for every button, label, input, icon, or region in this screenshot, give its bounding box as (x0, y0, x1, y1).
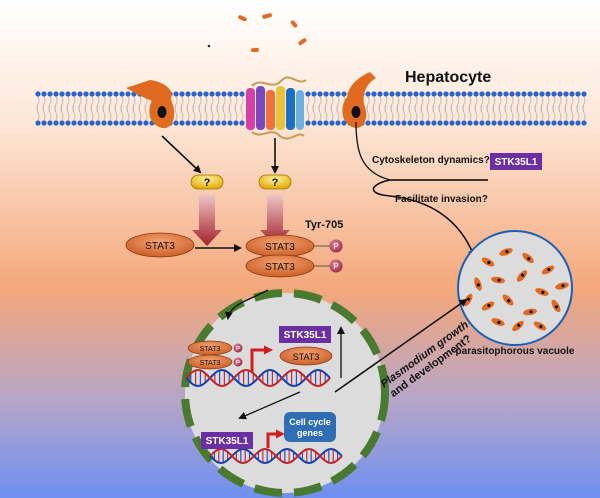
transcription-arrow-lower (266, 429, 285, 448)
svg-text:P: P (333, 262, 338, 271)
invasion-label: Facilitate invasion? (395, 194, 488, 205)
stk35l1-box-cytoplasm: STK35L1 (490, 153, 542, 170)
unknown-mediator-left: ? (190, 174, 224, 190)
vacuole-label: parasitophorous vacuole (456, 346, 575, 357)
svg-text:Cell cycle: Cell cycle (289, 417, 331, 427)
svg-text:STAT3: STAT3 (265, 262, 295, 273)
svg-text:STAT3: STAT3 (265, 242, 295, 253)
svg-text:STK35L1: STK35L1 (284, 330, 327, 341)
stat3-monomer: STAT3 (125, 232, 195, 258)
svg-text:STK35L1: STK35L1 (495, 157, 538, 168)
unknown-mediator-right: ? (258, 174, 292, 190)
dna-helix-upper (185, 368, 331, 388)
activation-arrow-right (260, 194, 290, 246)
arrow-to-parasite-growth (334, 298, 468, 393)
stat3-dimer-bound: STAT3 STAT3 P P (187, 340, 243, 370)
cell-cycle-genes-box: Cell cycle genes (284, 412, 336, 442)
svg-text:STAT3: STAT3 (293, 352, 320, 362)
tyr-705-label: Tyr-705 (305, 219, 343, 231)
transcription-arrow-upper (250, 345, 273, 372)
stat3-nuclear: STAT3 (279, 346, 333, 366)
arrow-translocation (224, 289, 269, 320)
svg-text:?: ? (204, 177, 211, 189)
free-parasites (207, 13, 307, 53)
arrow-to-cell-cycle (238, 391, 301, 420)
receptor-left (126, 80, 175, 129)
cell-label: Hepatocyte (405, 69, 491, 86)
svg-text:STAT3: STAT3 (200, 360, 221, 367)
cytoskeleton-label: Cytoskeleton dynamics? (372, 155, 490, 166)
svg-text:?: ? (272, 177, 279, 189)
stk35l1-box-lower: STK35L1 (201, 432, 253, 449)
svg-text:P: P (236, 347, 240, 353)
arrow-receptor-to-question-left (161, 135, 202, 174)
svg-text:STAT3: STAT3 (145, 241, 175, 252)
activation-arrow-left (192, 194, 222, 246)
svg-text:P: P (236, 361, 240, 367)
dna-helix-lower (209, 447, 343, 465)
receptor-right (342, 72, 376, 128)
svg-text:genes: genes (297, 428, 323, 438)
stat3-dimer: STAT3 STAT3 P P (245, 234, 343, 278)
svg-text:STAT3: STAT3 (200, 346, 221, 353)
parasitophorous-vacuole (457, 230, 573, 346)
arrow-to-vacuole (372, 179, 488, 258)
svg-text:STK35L1: STK35L1 (206, 436, 249, 447)
stk35l1-box-nucleus: STK35L1 (279, 326, 331, 343)
transmembrane-receptor (246, 76, 307, 140)
svg-text:P: P (333, 242, 338, 251)
